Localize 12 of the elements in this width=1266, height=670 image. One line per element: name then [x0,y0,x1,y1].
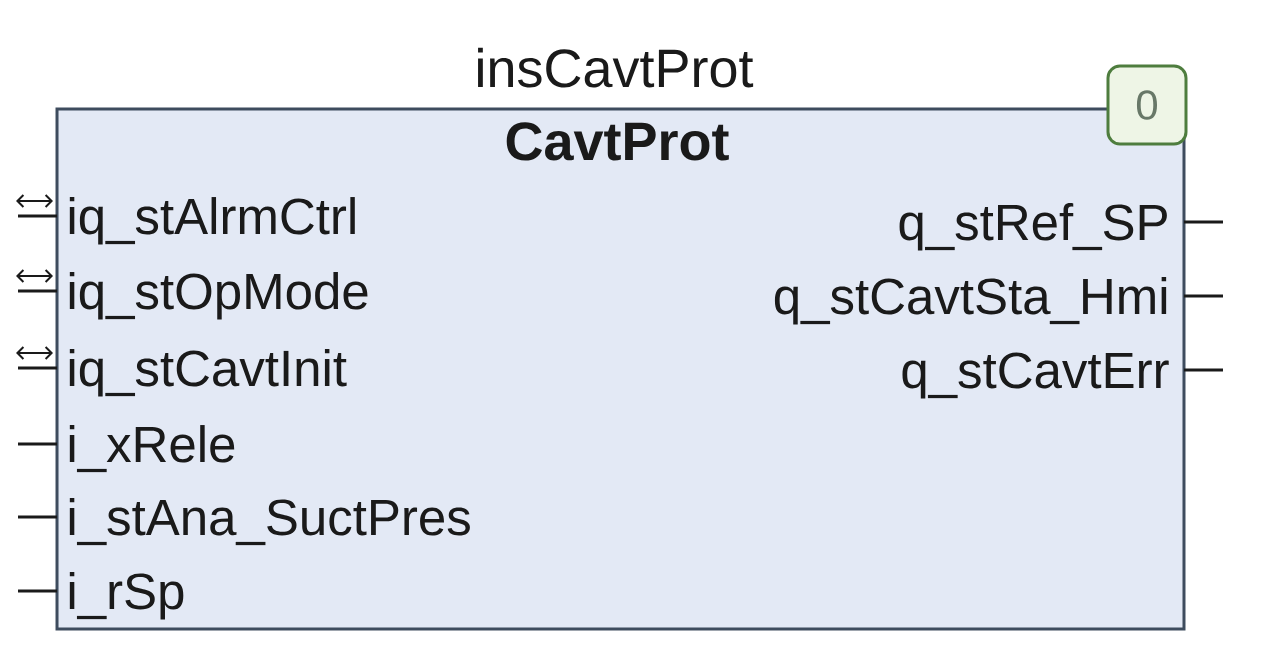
instance-name: insCavtProt [478,47,754,88]
pin-name: i_rSp [69,572,184,620]
pin-name: i_xRele [69,425,235,473]
pin-name: q_stRef_SP [899,203,1167,251]
pin-name: iq_stCavtInit [69,349,347,397]
pin-name: q_stCavtErr [902,352,1169,399]
pin-name: iq_stOpMode [69,272,368,320]
block-title: CavtProt [506,122,729,161]
order-badge: 0 [1106,64,1188,146]
pin-name: iq_stAlrmCtrl [69,197,355,245]
pin-name: q_stCavtSta_Hmi [774,277,1167,325]
pin-name: i_stAna_SuctPres [69,498,470,546]
